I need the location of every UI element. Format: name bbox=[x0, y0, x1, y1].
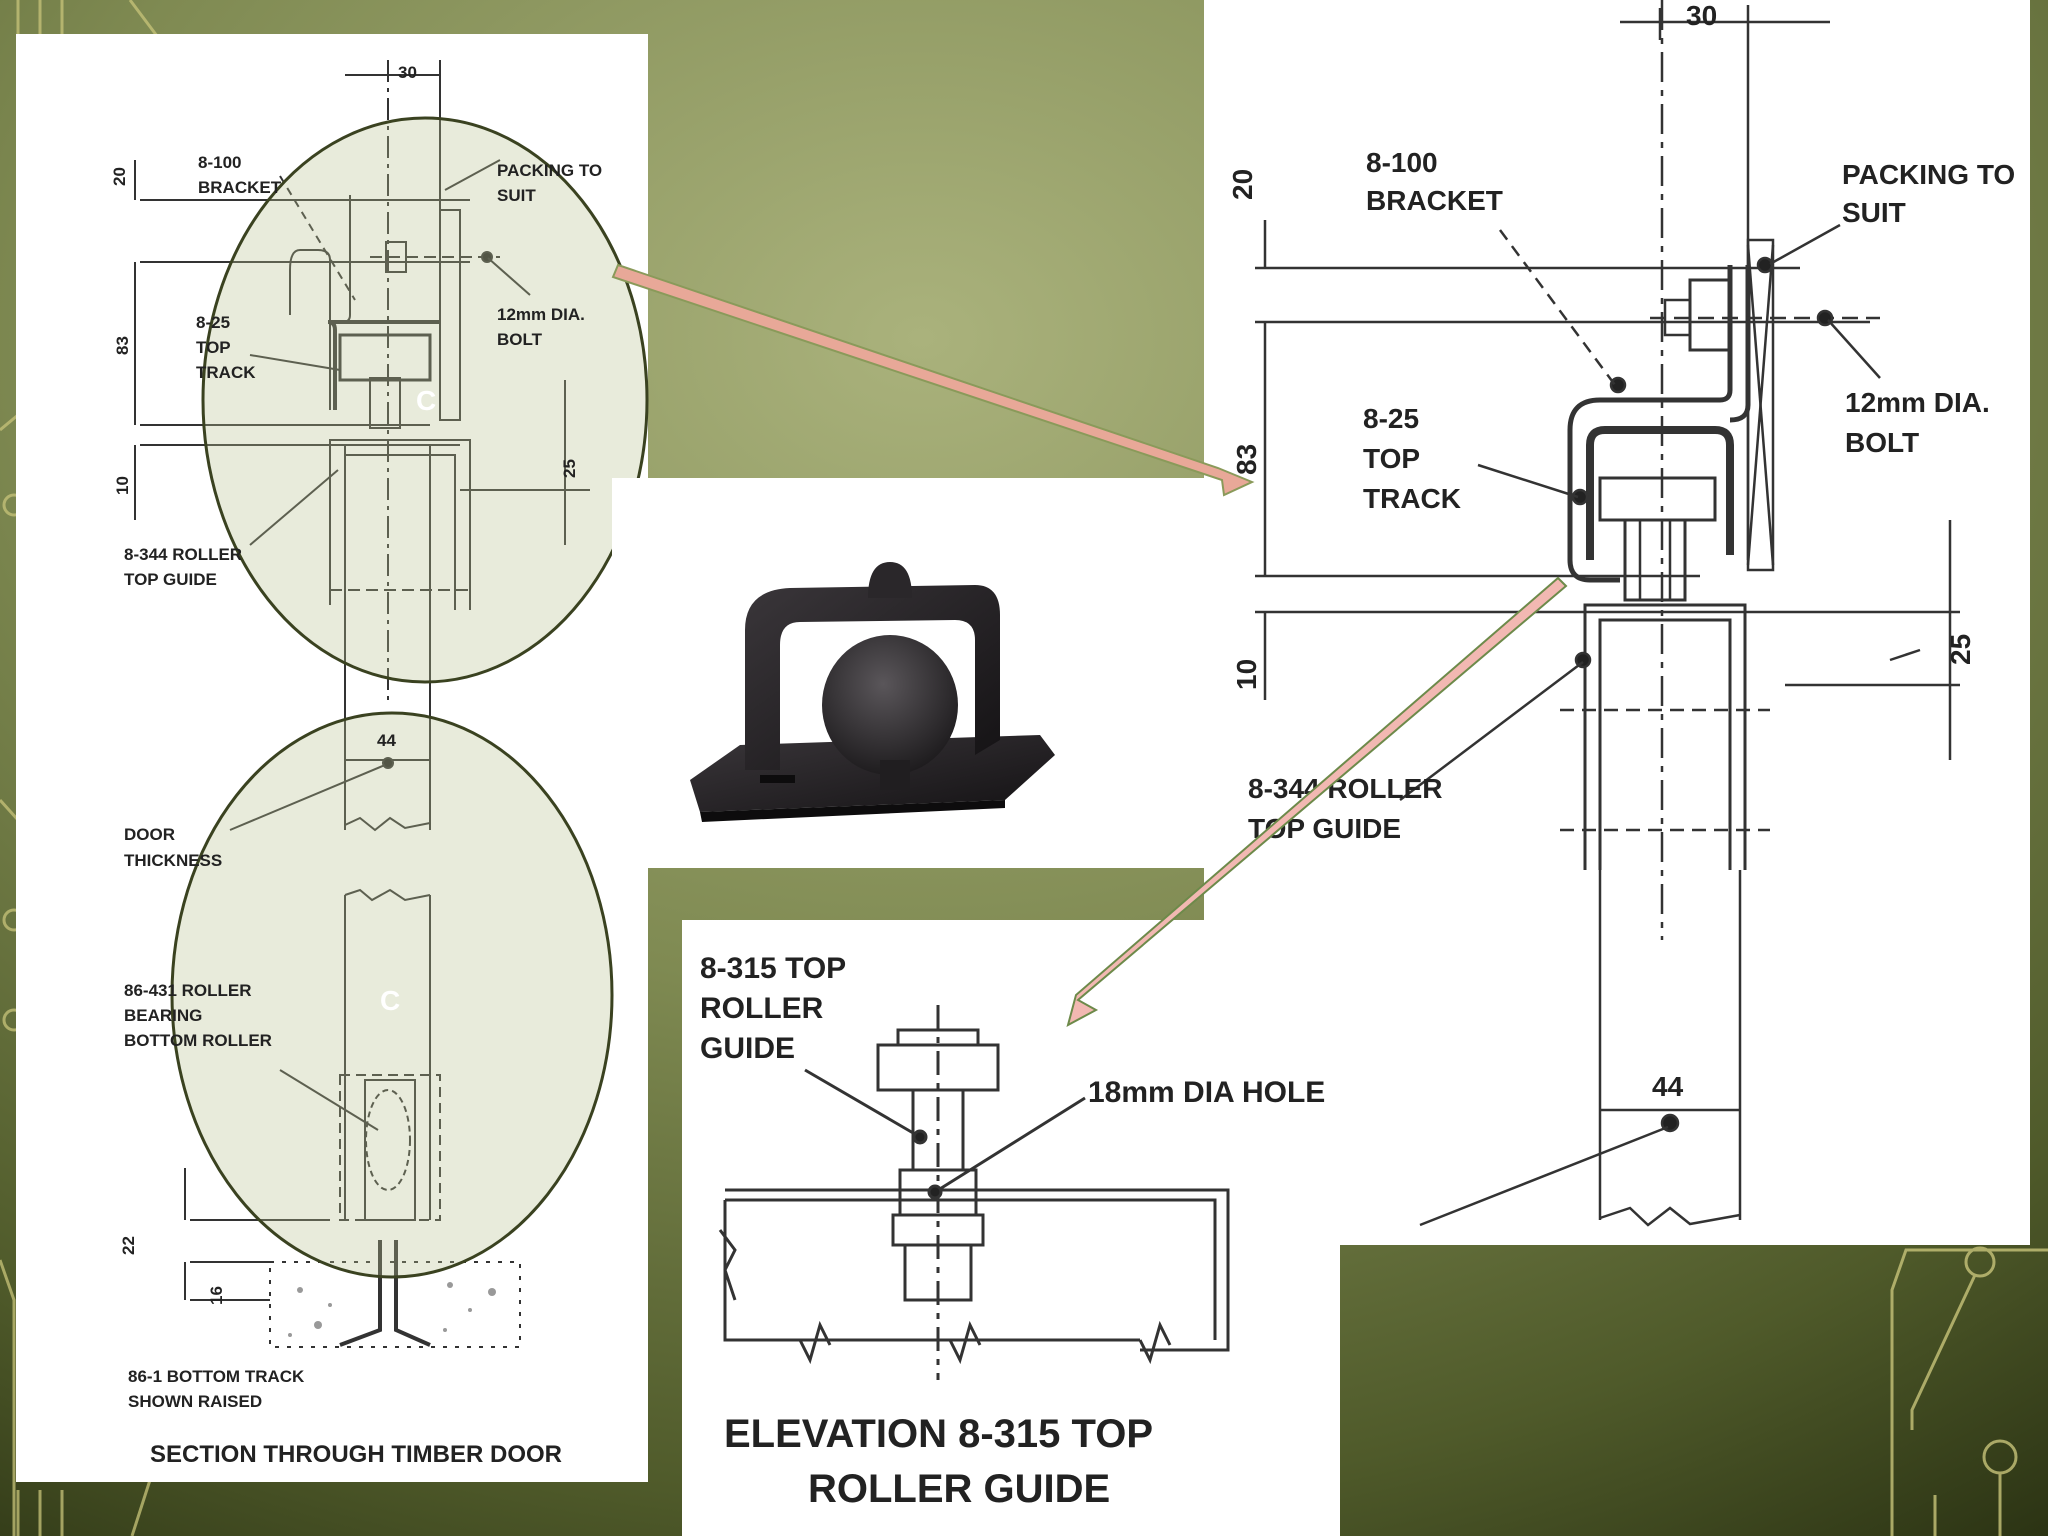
dim-16: 16 bbox=[207, 1286, 226, 1305]
r-label-top-track-3: TRACK bbox=[1363, 483, 1461, 514]
label-top-guide: 8-344 ROLLER bbox=[124, 545, 242, 564]
detail-drawing-panel: 30 20 83 10 25 44 8-100 BRACKET PACKING … bbox=[1204, 0, 2030, 1245]
elevation-drawing-panel: 8-315 TOP ROLLER GUIDE 18mm DIA HOLE ELE… bbox=[682, 920, 1340, 1536]
label-bottom-roller-2: BEARING bbox=[124, 1006, 202, 1025]
dim-25: 25 bbox=[560, 459, 579, 478]
r-label-bracket-2: BRACKET bbox=[1366, 185, 1503, 216]
label-bottom-track-2: SHOWN RAISED bbox=[128, 1392, 262, 1411]
label-bracket: 8-100 bbox=[198, 153, 241, 172]
r-label-packing-2: SUIT bbox=[1842, 197, 1906, 228]
zoom-arrow-down bbox=[1066, 576, 1568, 1027]
label-top-roller-guide-2: ROLLER bbox=[700, 992, 824, 1025]
label-top-track: 8-25 bbox=[196, 313, 230, 332]
zoom-arrow-right bbox=[611, 263, 1255, 497]
label-top-roller-guide: 8-315 TOP bbox=[700, 952, 846, 985]
r-dim-10: 10 bbox=[1231, 659, 1262, 690]
highlight-ellipse-top bbox=[201, 116, 649, 684]
r-dim-30: 30 bbox=[1686, 0, 1717, 31]
dim-44: 44 bbox=[377, 731, 396, 750]
label-top-roller-guide-3: GUIDE bbox=[700, 1032, 795, 1065]
label-top-guide-2: TOP GUIDE bbox=[124, 570, 217, 589]
label-bolt-2: BOLT bbox=[497, 330, 543, 349]
r-label-packing: PACKING TO bbox=[1842, 159, 2015, 190]
label-top-track-3: TRACK bbox=[196, 363, 256, 382]
r-dim-44: 44 bbox=[1652, 1071, 1684, 1102]
label-top-track-2: TOP bbox=[196, 338, 231, 357]
r-label-bolt-2: BOLT bbox=[1845, 427, 1919, 458]
circuit-decoration-left bbox=[0, 0, 162, 1536]
dim-22: 22 bbox=[119, 1236, 138, 1255]
r-label-bolt: 12mm DIA. bbox=[1845, 387, 1990, 418]
dim-30: 30 bbox=[398, 63, 417, 82]
r-dim-20: 20 bbox=[1227, 169, 1258, 200]
label-bracket-2: BRACKET bbox=[198, 178, 282, 197]
highlight-ellipse-bottom bbox=[170, 711, 614, 1279]
dim-83: 83 bbox=[113, 336, 132, 355]
roller-guide-photo bbox=[612, 478, 1204, 868]
r-dim-83: 83 bbox=[1231, 444, 1262, 475]
r-label-top-guide: 8-344 ROLLER bbox=[1248, 773, 1443, 804]
circle-mark-top: C bbox=[416, 385, 436, 416]
label-bottom-track: 86-1 BOTTOM TRACK bbox=[128, 1367, 305, 1386]
dim-10: 10 bbox=[113, 476, 132, 495]
r-label-top-track: 8-25 bbox=[1363, 403, 1419, 434]
caption-elevation: ELEVATION 8-315 TOP bbox=[724, 1412, 1153, 1456]
label-dia-hole: 18mm DIA HOLE bbox=[1088, 1076, 1325, 1109]
label-bottom-roller-3: BOTTOM ROLLER bbox=[124, 1031, 272, 1050]
circuit-decoration-right bbox=[1890, 1246, 2048, 1536]
caption-section: SECTION THROUGH TIMBER DOOR bbox=[150, 1441, 562, 1468]
dim-20: 20 bbox=[110, 167, 129, 186]
r-dim-25: 25 bbox=[1945, 634, 1976, 665]
section-drawing-panel: 30 20 83 10 25 44 22 16 8-100 BRACKET PA… bbox=[16, 34, 649, 1482]
label-bolt: 12mm DIA. bbox=[497, 305, 585, 324]
circle-mark-bottom: C bbox=[380, 985, 400, 1016]
label-packing-2: SUIT bbox=[497, 186, 536, 205]
label-packing: PACKING TO bbox=[497, 161, 602, 180]
label-door-thickness: DOOR bbox=[124, 825, 175, 844]
r-label-top-track-2: TOP bbox=[1363, 443, 1420, 474]
label-bottom-roller: 86-431 ROLLER bbox=[124, 981, 252, 1000]
caption-elevation-2: ROLLER GUIDE bbox=[808, 1467, 1110, 1511]
label-door-thickness-2: THICKNESS bbox=[124, 851, 222, 870]
r-label-bracket: 8-100 bbox=[1366, 147, 1438, 178]
